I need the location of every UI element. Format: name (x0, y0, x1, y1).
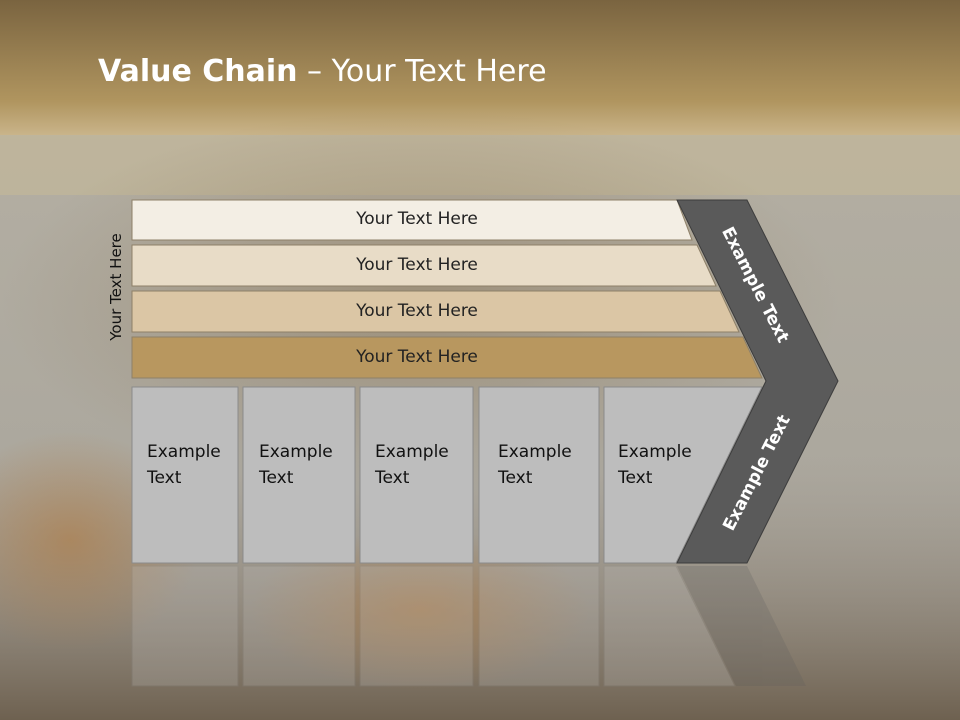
title-bold: Value Chain (98, 54, 298, 89)
bar-3-label: Your Text Here (356, 301, 478, 321)
box-2-line2: Text (259, 468, 294, 488)
box-2: Example Text (243, 387, 355, 563)
box-5-shape (603, 386, 763, 564)
box-1-line2: Text (147, 468, 182, 488)
box-4: Example Text (479, 387, 599, 563)
box-5: Example Text (604, 387, 724, 563)
title-rest: – Your Text Here (297, 54, 547, 89)
box-1-shape (131, 386, 239, 564)
box-2-line1: Example (259, 442, 333, 462)
chevron-shape (676, 199, 839, 564)
box-4-line1: Example (498, 442, 572, 462)
box-3-shape (359, 386, 474, 564)
box-2-shape (242, 386, 356, 564)
bar-1-shape (131, 199, 693, 241)
bar-1-label: Your Text Here (356, 209, 478, 229)
reflection-group (131, 565, 806, 687)
bar-2-label: Your Text Here (356, 255, 478, 275)
bar-4-label: Your Text Here (356, 347, 478, 367)
box-4-shape (478, 386, 600, 564)
box-5-line2: Text (618, 468, 653, 488)
slide-title: Value Chain – Your Text Here (98, 54, 547, 89)
box-1: Example Text (132, 387, 238, 563)
box-5-line1: Example (618, 442, 692, 462)
box-1-line1: Example (147, 442, 221, 462)
bar-4-shape (131, 336, 763, 379)
box-3-line1: Example (375, 442, 449, 462)
box-3-line2: Text (375, 468, 410, 488)
bar-3-shape (131, 290, 740, 333)
box-4-line2: Text (498, 468, 533, 488)
box-3: Example Text (360, 387, 473, 563)
bar-2-shape (131, 244, 717, 287)
